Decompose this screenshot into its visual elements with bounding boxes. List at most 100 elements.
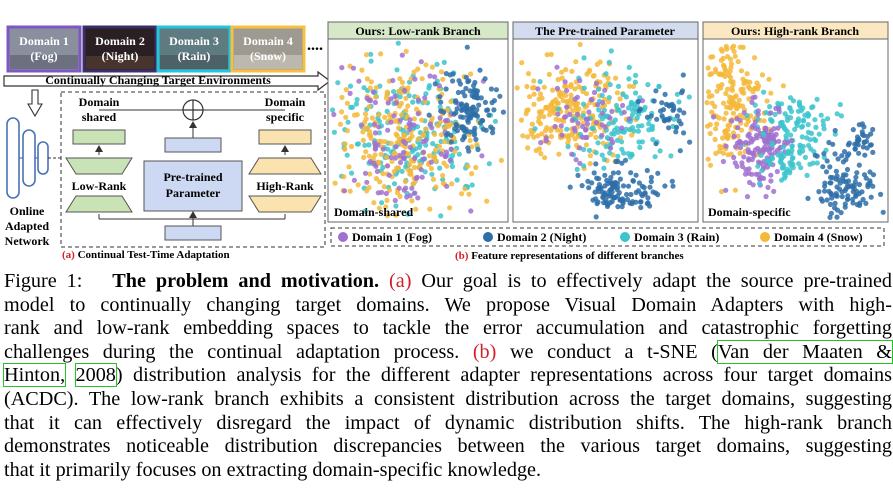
scatter-point (725, 152, 731, 158)
scatter-point (806, 142, 812, 149)
scatter-point (734, 140, 741, 146)
scatter-point (785, 150, 791, 156)
scatter-point (399, 52, 405, 58)
scatter-point (609, 189, 615, 195)
scatter-point (780, 83, 787, 89)
scatter-point (606, 95, 612, 101)
scatter-point (416, 144, 422, 150)
scatter-point (595, 102, 601, 108)
scatter-point (707, 130, 713, 137)
scatter-point (456, 78, 462, 84)
scatter-point (361, 154, 367, 160)
scatter-point (745, 147, 751, 153)
scatter-point (353, 101, 359, 107)
scatter-point (840, 159, 847, 165)
scatter-point (473, 136, 479, 142)
scatter-point (799, 134, 805, 140)
scatter-point (593, 196, 599, 202)
scatter-point (479, 153, 485, 159)
scatter-point (605, 99, 612, 105)
scatter-point (805, 195, 811, 201)
scatter-point (563, 83, 569, 89)
scatter-point (608, 136, 614, 142)
scatter-point (754, 80, 760, 86)
citation-link[interactable]: Hinton, (2, 363, 67, 388)
scatter-point (376, 112, 382, 118)
scatter-point (732, 53, 738, 59)
scatter-point (599, 152, 605, 158)
scatter-point (796, 161, 802, 167)
scatter-point (373, 85, 379, 91)
scatter-point (349, 170, 355, 176)
scatter-point (552, 123, 558, 130)
scatter-point (575, 120, 581, 126)
scatter-point (626, 83, 633, 89)
scatter-point (465, 79, 471, 85)
scatter-point (362, 170, 369, 176)
scatter-point (433, 184, 439, 190)
citation-year-link[interactable]: 2008 (74, 363, 117, 388)
scatter-point (349, 104, 355, 110)
scatter-point (738, 68, 745, 74)
scatter-point (359, 67, 365, 73)
scatter-point (588, 131, 594, 137)
scatter-point (837, 101, 843, 108)
scatter-point (559, 132, 565, 138)
scatter-point (629, 152, 635, 158)
caption-a: (a) Continual Test-Time Adaptation (62, 249, 230, 261)
scatter-point (563, 92, 569, 99)
scatter-point (836, 177, 842, 183)
scatter-point (379, 189, 385, 195)
scatter-point (746, 156, 752, 162)
scatter-point (480, 126, 486, 132)
scatter-point (382, 139, 388, 145)
scatter-point (410, 181, 416, 187)
scatter-point (681, 130, 687, 136)
scatter-point (816, 131, 822, 137)
scatter-point (608, 174, 614, 181)
scatter-point (723, 143, 729, 149)
scatter-point (749, 150, 755, 156)
scatter-point (596, 176, 602, 182)
scatter-point (708, 54, 714, 60)
citation-link[interactable]: Van der Maaten & (716, 339, 893, 364)
scatter-point (564, 99, 570, 105)
scatter-point (674, 113, 681, 119)
scatter-point (591, 89, 598, 96)
scatter-point (556, 151, 562, 157)
scatter-point (737, 112, 743, 118)
scatter-point (844, 166, 851, 173)
scatter-point (419, 117, 425, 123)
scatter-point (332, 180, 338, 186)
scatter-point (454, 106, 460, 112)
scatter-point (615, 83, 622, 89)
scatter-point (344, 128, 350, 134)
scatter-point (617, 176, 624, 182)
scatter-point (580, 113, 586, 119)
scatter-point (570, 108, 576, 114)
scatter-point (450, 78, 456, 84)
scatter-point (737, 44, 743, 50)
scatter-point (337, 121, 344, 127)
scatter-point (388, 119, 394, 125)
scatter-point (762, 125, 768, 131)
scatter-point (845, 178, 852, 184)
scatter-point (469, 182, 475, 188)
scatter-point (856, 181, 863, 188)
scatter-point (378, 51, 384, 57)
scatter-point (423, 142, 429, 148)
scatter-point (443, 86, 449, 92)
scatter-point (850, 127, 856, 133)
scatter-point (572, 96, 578, 102)
scatter-point (718, 189, 725, 195)
scatter-point (619, 196, 626, 202)
scatter-point (773, 105, 779, 111)
scatter-point (405, 211, 411, 217)
scatter-point (762, 144, 768, 150)
scatter-point (492, 118, 498, 124)
scatter-point (751, 55, 758, 61)
scatter-point (532, 126, 538, 132)
caption-line: (ACDC). The low-rank branch exhibits a c… (4, 387, 892, 410)
scatter-point (636, 139, 642, 145)
scatter-point (780, 164, 786, 170)
